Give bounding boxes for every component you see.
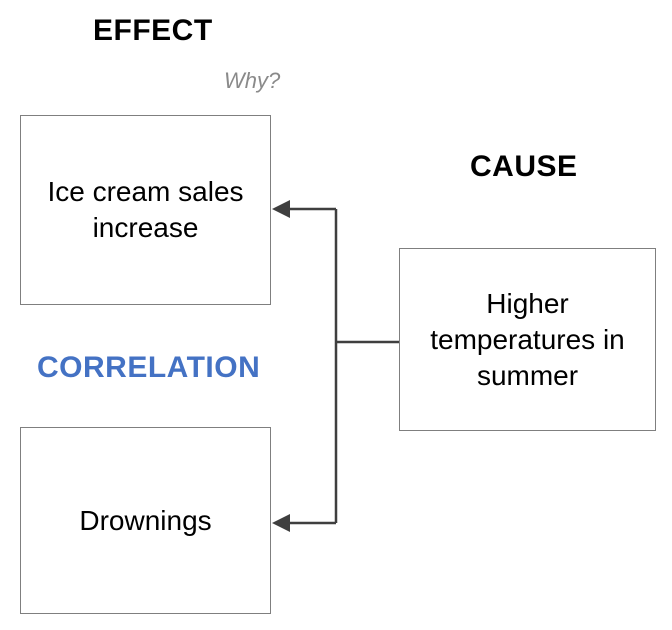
correlation-heading: CORRELATION bbox=[37, 351, 261, 384]
drownings-text: Drownings bbox=[79, 504, 212, 536]
cause-heading: CAUSE bbox=[470, 150, 578, 183]
why-note: Why? bbox=[224, 68, 281, 93]
effect-heading: EFFECT bbox=[93, 14, 213, 47]
higher-temperatures-box: Higher temperatures in summer bbox=[399, 248, 656, 431]
drownings-box: Drownings bbox=[20, 427, 271, 614]
ice-cream-sales-text: Ice cream sales increase bbox=[47, 176, 244, 243]
higher-temperatures-text: Higher temperatures in summer bbox=[430, 287, 625, 391]
arrowhead-to-ice-cream-icon bbox=[272, 200, 290, 218]
ice-cream-sales-box: Ice cream sales increase bbox=[20, 115, 271, 305]
arrowhead-to-drownings-icon bbox=[272, 514, 290, 532]
